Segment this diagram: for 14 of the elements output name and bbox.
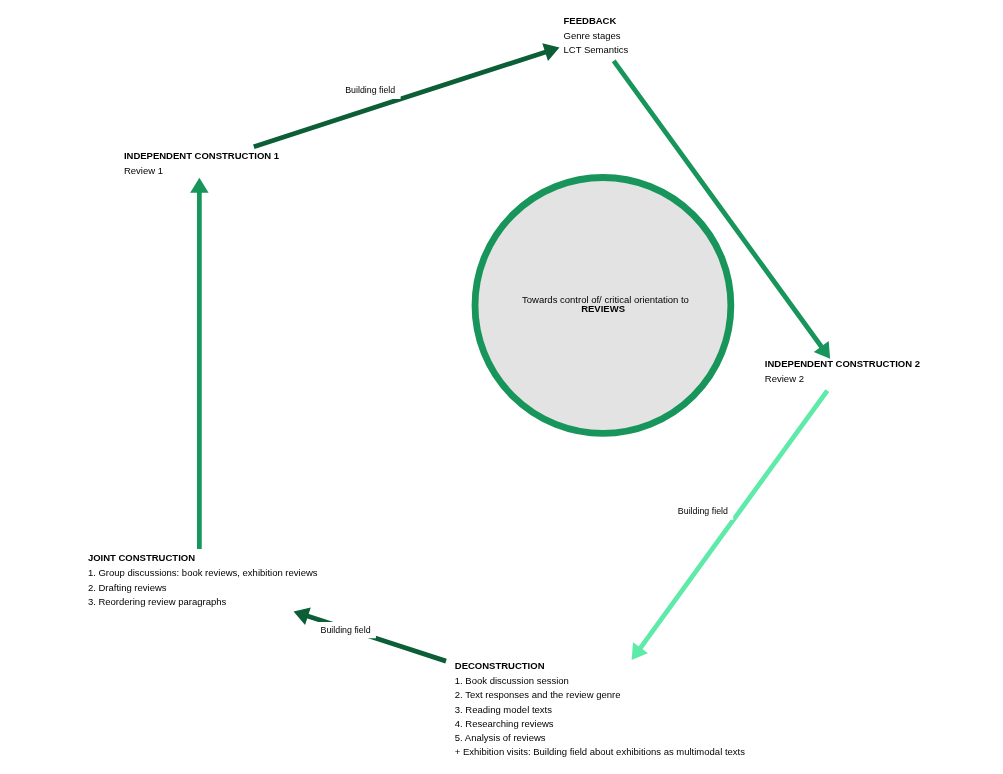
arrow	[252, 43, 559, 150]
node-text: JOINT CONSTRUCTION 1. Group discussions: book reviews, exhibition reviews 2. Drafting reviews 3. Reordering review paragraphs	[87, 552, 318, 607]
arrow	[293, 607, 447, 664]
node-circle: Towards control of/ critical orientation to REVIEWS	[471, 174, 734, 437]
arrow	[611, 59, 830, 359]
node-text: INDEPENDENT CONSTRUCTION 1 Review 1	[123, 150, 279, 177]
node-text: INDEPENDENT CONSTRUCTION 2 Review 2	[764, 358, 920, 385]
node-text: FEEDBACK Genre stages LCT Semantics	[563, 14, 628, 55]
arrow	[189, 177, 209, 549]
edge-label: Building field	[344, 85, 395, 96]
edge-label: Building field	[320, 624, 371, 635]
edge-label: Building field	[677, 506, 728, 517]
node-text: DECONSTRUCTION 1. Book discussion session 2. Text responses and the review genre 3. Reading model texts 4. Researching reviews 5. Analysis of reviews + Exhibition visits: Building field about exhibitions as multimodal texts	[454, 660, 745, 758]
arrow	[631, 389, 829, 660]
